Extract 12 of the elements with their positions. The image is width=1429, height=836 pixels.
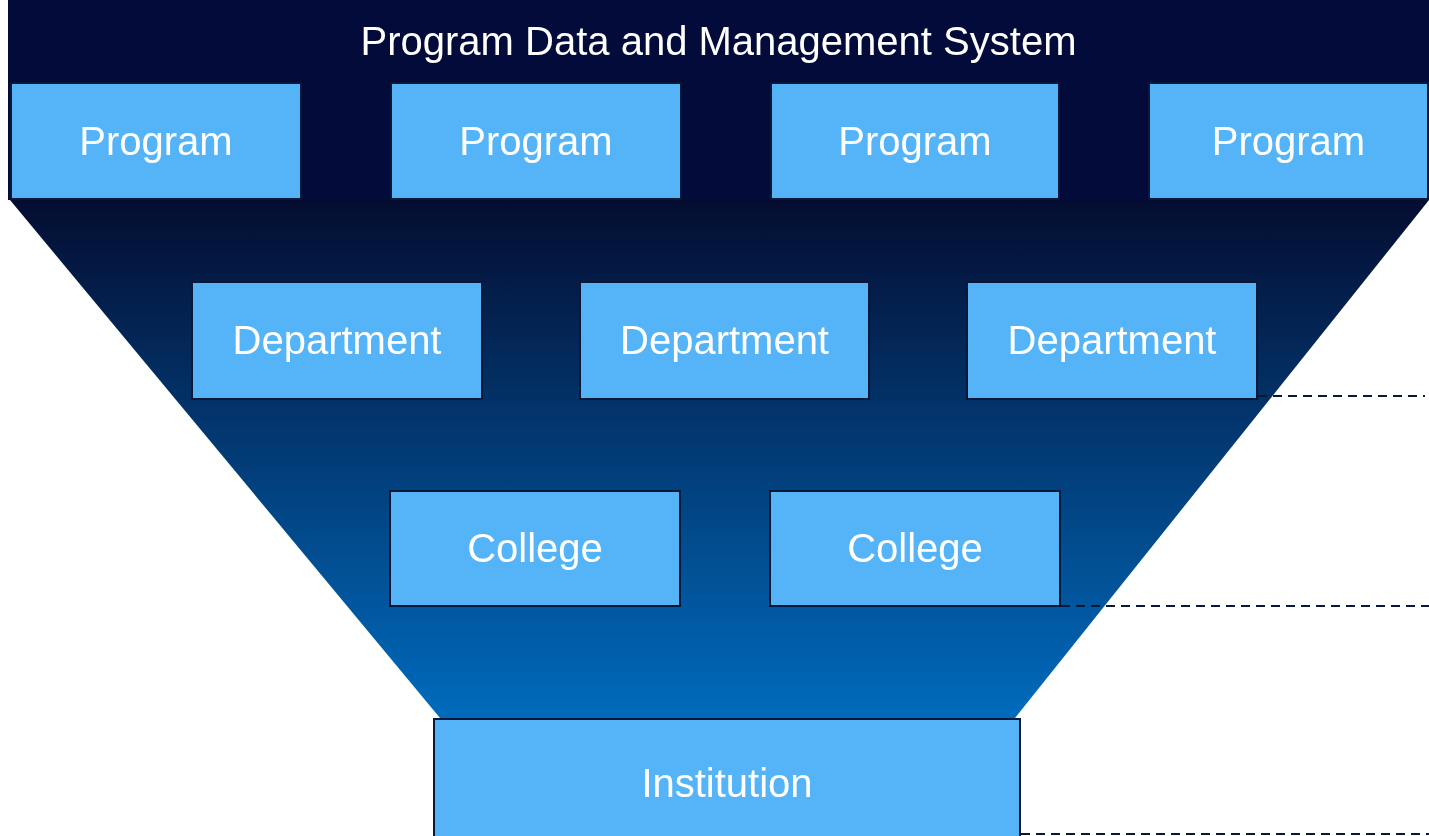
level-box: Program	[1148, 82, 1429, 200]
system-band	[8, 0, 1429, 200]
band-title: Program Data and Management System	[359, 17, 1078, 65]
level-box: Program	[390, 82, 682, 200]
level-box: Department	[579, 281, 870, 400]
level-box: Institution	[433, 718, 1021, 836]
level-box: Department	[966, 281, 1258, 400]
level-box: Program	[10, 82, 302, 200]
level-box: Program	[770, 82, 1060, 200]
level-box: Department	[191, 281, 483, 400]
level-box: College	[769, 490, 1061, 607]
level-box: College	[389, 490, 681, 607]
